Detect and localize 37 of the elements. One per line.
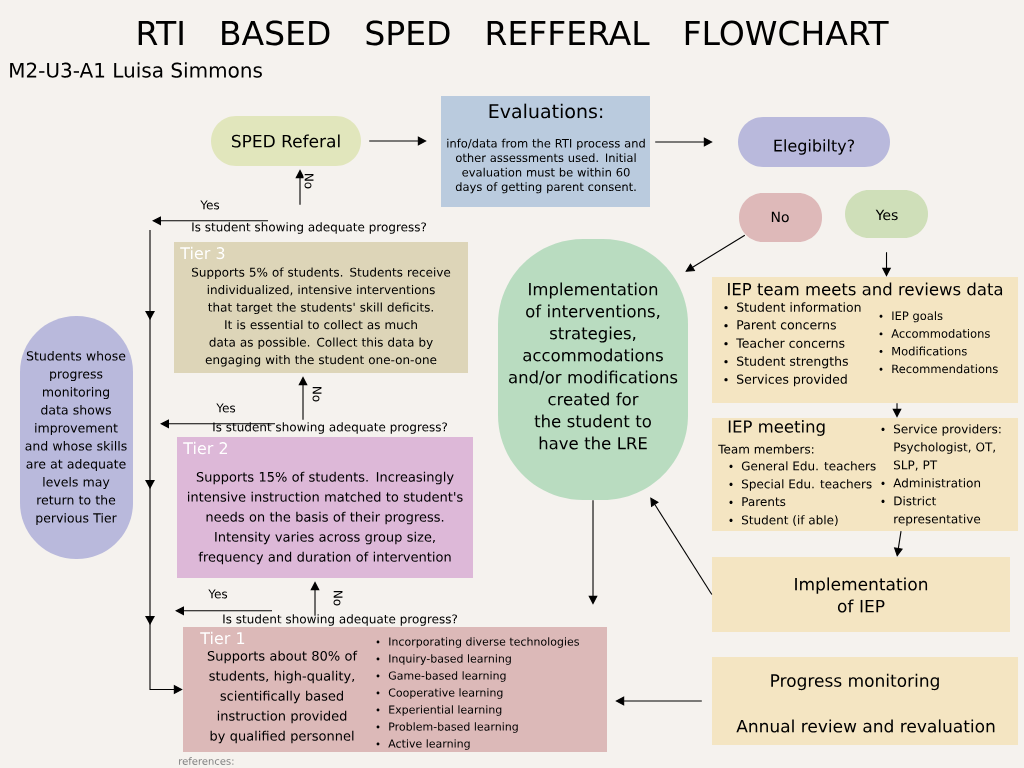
arrow bbox=[175, 606, 273, 616]
arrow bbox=[298, 376, 308, 421]
process-box: IEP team meets and reviews data Student information Parent concerns Teacher concerns Student strengths Services provided IEP goals Accommodations Modifications Recommendations bbox=[712, 277, 1018, 403]
process-box: Tier 1 Supports about 80% of students, high-quality, scientifically based instruction provided by qualified personnel Incorporating diverse technologies Inquiry-based learning Game-based learning Cooperative learning Experiential learning Problem-based learning Active learning bbox=[183, 627, 607, 752]
edge-label: Yes bbox=[215, 402, 237, 414]
edge-label: Yes bbox=[207, 588, 229, 600]
process-box: Evaluations: info/data from the RTI process and other assessments used. Initial evaluation must be within 60 days of getting parent consent. bbox=[441, 96, 650, 207]
edge-label: No bbox=[332, 588, 344, 608]
edge-label: No bbox=[303, 171, 315, 191]
title: RTI BASED SPED REFFERAL FLOWCHART bbox=[138, 20, 889, 46]
arrow bbox=[368, 136, 427, 146]
arrow bbox=[295, 169, 305, 206]
rounded-box: SPED Referal bbox=[211, 116, 361, 166]
arrow bbox=[152, 216, 269, 226]
process-box: Tier 2 Supports 15% of students. Increasingly intensive instruction matched to student's needs on the basis of their progress. Intensity varies across group size, frequency and duration of intervention bbox=[177, 437, 473, 578]
rounded-box: Implementation of interventions, strategies, accommodations and/or modifications created for the student to have the LRE bbox=[498, 239, 688, 500]
process-box: Implementation of IEP bbox=[712, 557, 1010, 632]
subtitle: M2-U3-A1 Luisa Simmons bbox=[10, 62, 262, 78]
arrow bbox=[160, 419, 276, 429]
rounded-box: Yes bbox=[845, 190, 928, 238]
arrow bbox=[650, 497, 713, 596]
process-box: Tier 3 Supports 5% of students. Students receive individualized, intensive interventions that target the students' skill deficits. It is essential to collect as much data as possible. Collect this data by engaging with the student one-on-one bbox=[174, 242, 468, 373]
arrow bbox=[310, 581, 320, 617]
edge-label: Yes bbox=[199, 199, 221, 211]
question-text: Is student showing adequate progress? bbox=[192, 222, 427, 234]
arrow bbox=[588, 499, 598, 605]
arrow bbox=[685, 234, 746, 272]
question-text: Is student showing adequate progress? bbox=[223, 614, 458, 626]
process-box: Progress monitoring Annual review and revaluation bbox=[712, 657, 1018, 745]
arrow bbox=[654, 137, 713, 147]
rounded-box: Elegibilty? bbox=[738, 117, 890, 167]
edge-label: No bbox=[311, 384, 323, 404]
arrow bbox=[892, 402, 902, 418]
process-box: IEP meeting Team members: General Edu. teachers Special Edu. teachers Parents Student (if able) Service providers: Psychologist, OT, SLP, PT Administration District representative bbox=[712, 418, 1018, 531]
question-text: Is student showing adequate progress? bbox=[213, 422, 448, 434]
rounded-box: No bbox=[739, 193, 822, 242]
arrow bbox=[615, 696, 703, 706]
